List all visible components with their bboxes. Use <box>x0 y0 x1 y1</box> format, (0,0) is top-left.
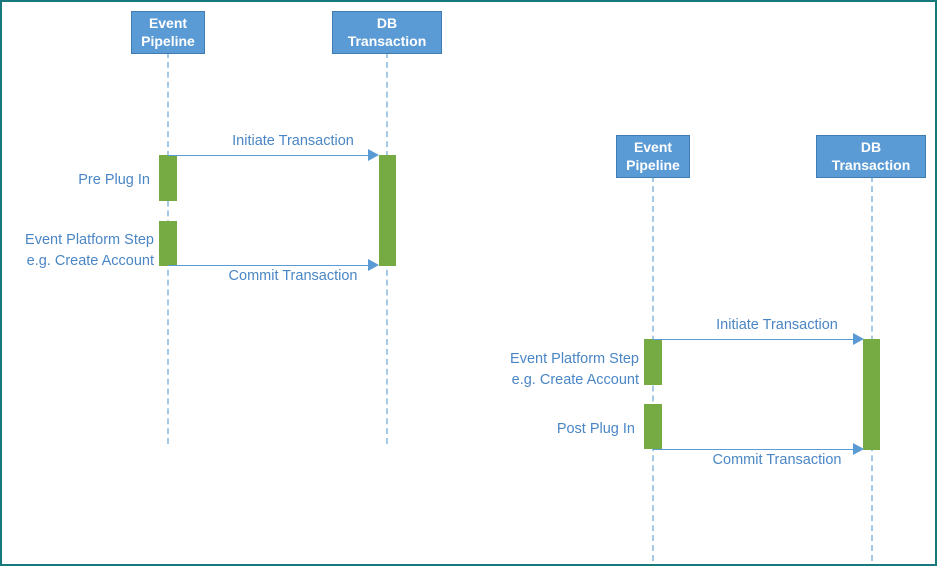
activation-db-transaction-1 <box>379 155 396 266</box>
side-label-line2: e.g. Create Account <box>26 253 154 270</box>
side-label-event-platform-step-1: Event Platform Step e.g. Create Account <box>2 230 154 272</box>
side-label-line1: Event Platform Step <box>510 351 639 367</box>
message-shaft-commit-transaction-1 <box>168 265 368 266</box>
side-label-pre-plug-in-1: Pre Plug In <box>2 170 150 191</box>
activation-post-plug-in-2 <box>644 404 662 449</box>
actor-label-line1: Event <box>633 139 673 156</box>
actor-box-db-transaction-2[interactable]: DB Transaction <box>816 135 926 178</box>
message-label-initiate-transaction-1: Initiate Transaction <box>232 133 354 149</box>
side-label-line1: Post Plug In <box>556 421 635 437</box>
message-shaft-initiate-transaction-2 <box>653 339 853 340</box>
message-label-initiate-transaction-2: Initiate Transaction <box>716 317 838 333</box>
message-arrowhead-initiate-transaction-2 <box>853 333 864 345</box>
actor-label-line2: Pipeline <box>626 156 680 173</box>
actor-box-event-pipeline-1[interactable]: Event Pipeline <box>131 11 205 54</box>
actor-box-db-transaction-1[interactable]: DB Transaction <box>332 11 442 54</box>
activation-event-platform-step-1 <box>159 221 177 266</box>
side-label-event-platform-step-2: Event Platform Step e.g. Create Account <box>487 349 639 391</box>
message-arrowhead-commit-transaction-2 <box>853 443 864 455</box>
actor-label-line2: Transaction <box>831 156 911 173</box>
actor-label-line1: Event <box>148 15 188 32</box>
actor-label-line2: Transaction <box>347 32 427 49</box>
side-label-line2: e.g. Create Account <box>511 372 639 389</box>
activation-db-transaction-2 <box>863 339 880 450</box>
activation-pre-plug-in-1 <box>159 155 177 201</box>
side-label-line1: Event Platform Step <box>25 232 154 248</box>
side-label-post-plug-in-2: Post Plug In <box>487 419 635 440</box>
message-label-commit-transaction-2: Commit Transaction <box>712 452 842 468</box>
activation-event-platform-step-2 <box>644 339 662 385</box>
message-arrowhead-commit-transaction-1 <box>368 259 379 271</box>
actor-box-event-pipeline-2[interactable]: Event Pipeline <box>616 135 690 178</box>
message-shaft-commit-transaction-2 <box>653 449 853 450</box>
message-arrowhead-initiate-transaction-1 <box>368 149 379 161</box>
message-shaft-initiate-transaction-1 <box>168 155 368 156</box>
actor-label-line1: DB <box>376 15 398 32</box>
message-label-commit-transaction-1: Commit Transaction <box>228 268 358 284</box>
actor-label-line2: Pipeline <box>141 32 195 49</box>
side-label-line1: Pre Plug In <box>78 172 150 188</box>
actor-label-line1: DB <box>860 139 882 156</box>
